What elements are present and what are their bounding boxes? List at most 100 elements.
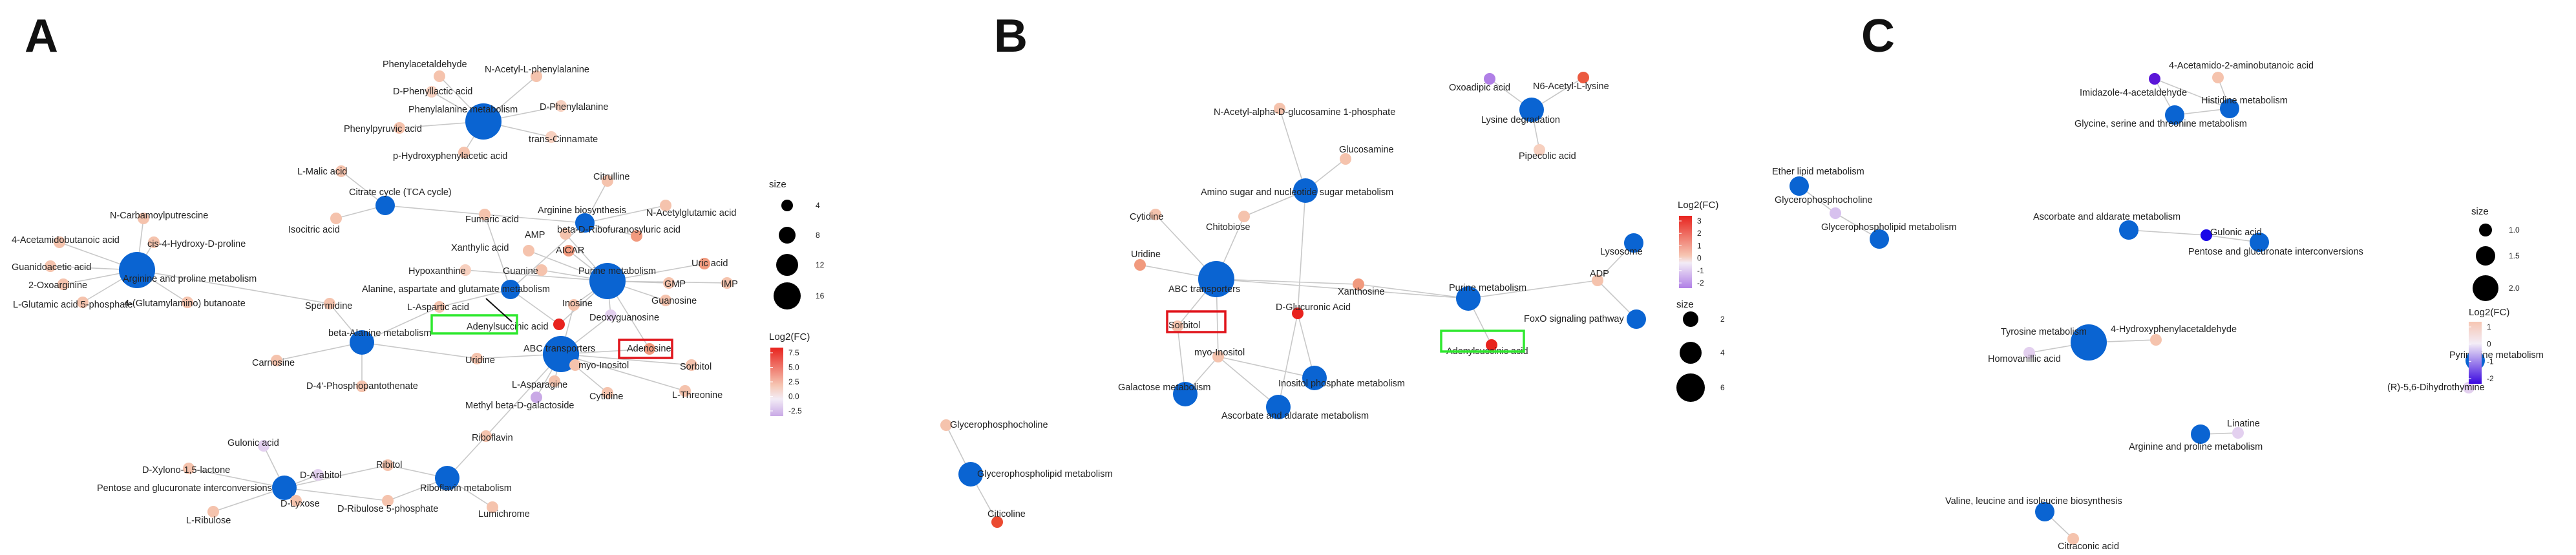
compound-node-a-ribitol	[382, 459, 394, 471]
edge-b-purmet-adp	[1468, 280, 1598, 299]
pathway-node-c-pentose	[2250, 233, 2269, 252]
node-label-c-gplipid: Glycerophospholipid metabolism	[1821, 222, 1957, 233]
compound-node-b-chitobiose	[1238, 211, 1250, 222]
node-label-a-adenylo: Adenylsuccinic acid	[467, 322, 549, 332]
compound-node-a-lglu5p	[77, 297, 89, 308]
node-label-b-adp: ADP	[1590, 269, 1609, 279]
color-legend-title: Log2(FC)	[2469, 307, 2509, 318]
node-label-a-laspartic: L-Aspartic acid	[407, 302, 469, 313]
pathway-node-b-abc	[1198, 261, 1234, 297]
size-legend-circle	[776, 254, 798, 276]
node-label-c-gulonic: Gulonic acid	[2210, 227, 2262, 238]
node-label-a-tca: Citrate cycle (TCA cycle)	[349, 187, 452, 198]
color-legend-bar	[2469, 322, 2482, 384]
size-legend-tick: 1.5	[2509, 251, 2520, 260]
node-label-a-darabitol: D-Arabitol	[300, 470, 341, 481]
color-legend-title: Log2(FC)	[769, 331, 810, 342]
color-legend-tick: -1	[2487, 357, 2494, 366]
compound-node-b-uridine	[1134, 259, 1146, 271]
node-label-b-gpc: Glycerophosphocholine	[950, 420, 1048, 430]
pathway-node-b-gplipid	[958, 462, 983, 487]
edge-a-argpro-spermidine	[136, 269, 330, 304]
node-label-a-cishyp: cis-4-Hydroxy-D-proline	[147, 239, 246, 249]
pathway-node-c-etherlipid	[1789, 176, 1809, 196]
pathway-node-a-ribomet	[435, 466, 459, 490]
pathway-node-b-inositolp	[1302, 366, 1327, 390]
edge-a-pentose-dribu5p	[284, 487, 388, 501]
node-label-b-lysdeg: Lysine degradation	[1481, 115, 1560, 125]
node-label-a-pentose: Pentose and glucuronate interconversions	[97, 483, 272, 494]
node-label-c-etherlipid: Ether lipid metabolism	[1772, 167, 1864, 177]
node-label-a-betaribo: beta-D-Ribofuranosyluric acid	[557, 225, 681, 235]
pathway-node-c-tyrmet	[2071, 324, 2107, 361]
node-label-b-galactose: Galactose metabolism	[1118, 382, 1210, 393]
compound-node-a-nacetylphe	[531, 70, 542, 82]
highlight-box-b-adenylo	[1440, 330, 1525, 353]
node-label-b-inositolp: Inositol phosphate metabolism	[1278, 379, 1405, 389]
pathway-node-a-purmet	[589, 263, 626, 299]
node-label-a-oxoarg: 2-Oxoarginine	[28, 280, 87, 291]
legends: size481216Log2(FC)7.55.02.50.0-2.5size24…	[769, 179, 2520, 416]
panel-letter-c: C	[1861, 10, 1895, 62]
pathway-node-c-ascorbate	[2119, 220, 2138, 240]
node-label-b-oxoadipic: Oxoadipic acid	[1449, 83, 1510, 93]
size-legend-tick: 12	[816, 260, 825, 269]
node-label-a-inosine: Inosine	[562, 298, 593, 309]
compound-node-a-carnosine	[271, 355, 282, 366]
color-legend-tick: 0.0	[788, 392, 799, 401]
compound-node-c-citraconic	[2067, 533, 2079, 545]
node-label-a-ribomet: Riboflavin metabolism	[420, 483, 512, 494]
size-legend-circle	[779, 227, 796, 244]
color-legend-c: Log2(FC)10-1-2	[2469, 307, 2509, 384]
node-label-b-purmet: Purine metabolism	[1449, 283, 1526, 293]
node-label-b-dglucuronic: D-Glucuronic Acid	[1276, 302, 1351, 313]
size-legend-tick: 1.0	[2509, 225, 2520, 235]
node-label-b-glucosamine: Glucosamine	[1339, 145, 1394, 155]
node-label-a-ncarb: N-Carbamoylputrescine	[110, 211, 208, 221]
size-legend-tick: 6	[1720, 383, 1725, 392]
size-legend-title: size	[1676, 299, 1694, 310]
edge-a-betaala-laspartic	[361, 306, 440, 343]
compound-node-a-dphenyllactic	[426, 86, 438, 98]
size-legend-circle	[1676, 373, 1705, 402]
edge-c-hismet-imidazole	[2154, 78, 2230, 109]
compound-node-b-adp	[1592, 275, 1603, 286]
panel-letter-b: B	[994, 10, 1028, 62]
node-label-a-dxylono: D-Xylono-1,5-lactone	[142, 465, 230, 476]
highlight-box-b-sorbitol	[1166, 310, 1227, 333]
node-label-a-alaasp: Alanine, aspartate and glutamate metabol…	[362, 284, 550, 295]
compound-node-c-linatine	[2232, 427, 2244, 439]
compound-node-a-gulonic	[258, 440, 269, 452]
compound-node-a-dlyxose	[290, 495, 302, 507]
node-label-a-guanine: Guanine	[503, 266, 538, 277]
pathway-node-a-alaasp	[501, 280, 520, 299]
compound-node-a-inosine	[568, 299, 580, 311]
size-legend-tick: 2.0	[2509, 284, 2520, 293]
compound-node-b-gpc	[940, 419, 952, 431]
node-label-a-d4pp: D-4'-Phosphopantothenate	[306, 381, 418, 392]
compound-node-c-hydroxyphenyl	[2150, 334, 2162, 346]
compound-node-b-adenylo	[1486, 339, 1497, 351]
compound-node-a-isocitric	[330, 213, 342, 224]
size-legend-circle	[2473, 275, 2498, 301]
node-label-a-sorbitol: Sorbitol	[680, 362, 712, 372]
compound-node-b-sorbitol	[1172, 320, 1183, 332]
node-label-a-nacetylglu: N-Acetylglutamic acid	[646, 208, 736, 218]
compound-node-a-guanidino	[45, 260, 56, 272]
pathway-node-c-gplipid	[1870, 229, 1889, 249]
size-legend-tick: 8	[816, 231, 820, 240]
node-label-b-chitobiose: Chitobiose	[1206, 222, 1251, 233]
compound-node-a-transcinn	[545, 131, 557, 143]
compound-node-a-cishyp	[148, 236, 160, 248]
compound-node-a-nacetylglu	[660, 200, 671, 211]
compound-node-a-amp	[560, 228, 571, 240]
node-label-b-gplipid: Glycerophospholipid metabolism	[977, 469, 1113, 479]
compound-node-a-dphe	[555, 100, 567, 112]
compound-node-a-guanosine	[660, 295, 671, 306]
edge-a-alaasp-laspartic	[439, 289, 511, 308]
compound-node-a-deoxyg	[605, 309, 617, 321]
compound-node-a-betaribo	[631, 230, 642, 242]
node-label-c-tyrmet: Tyrosine metabolism	[2001, 327, 2087, 337]
